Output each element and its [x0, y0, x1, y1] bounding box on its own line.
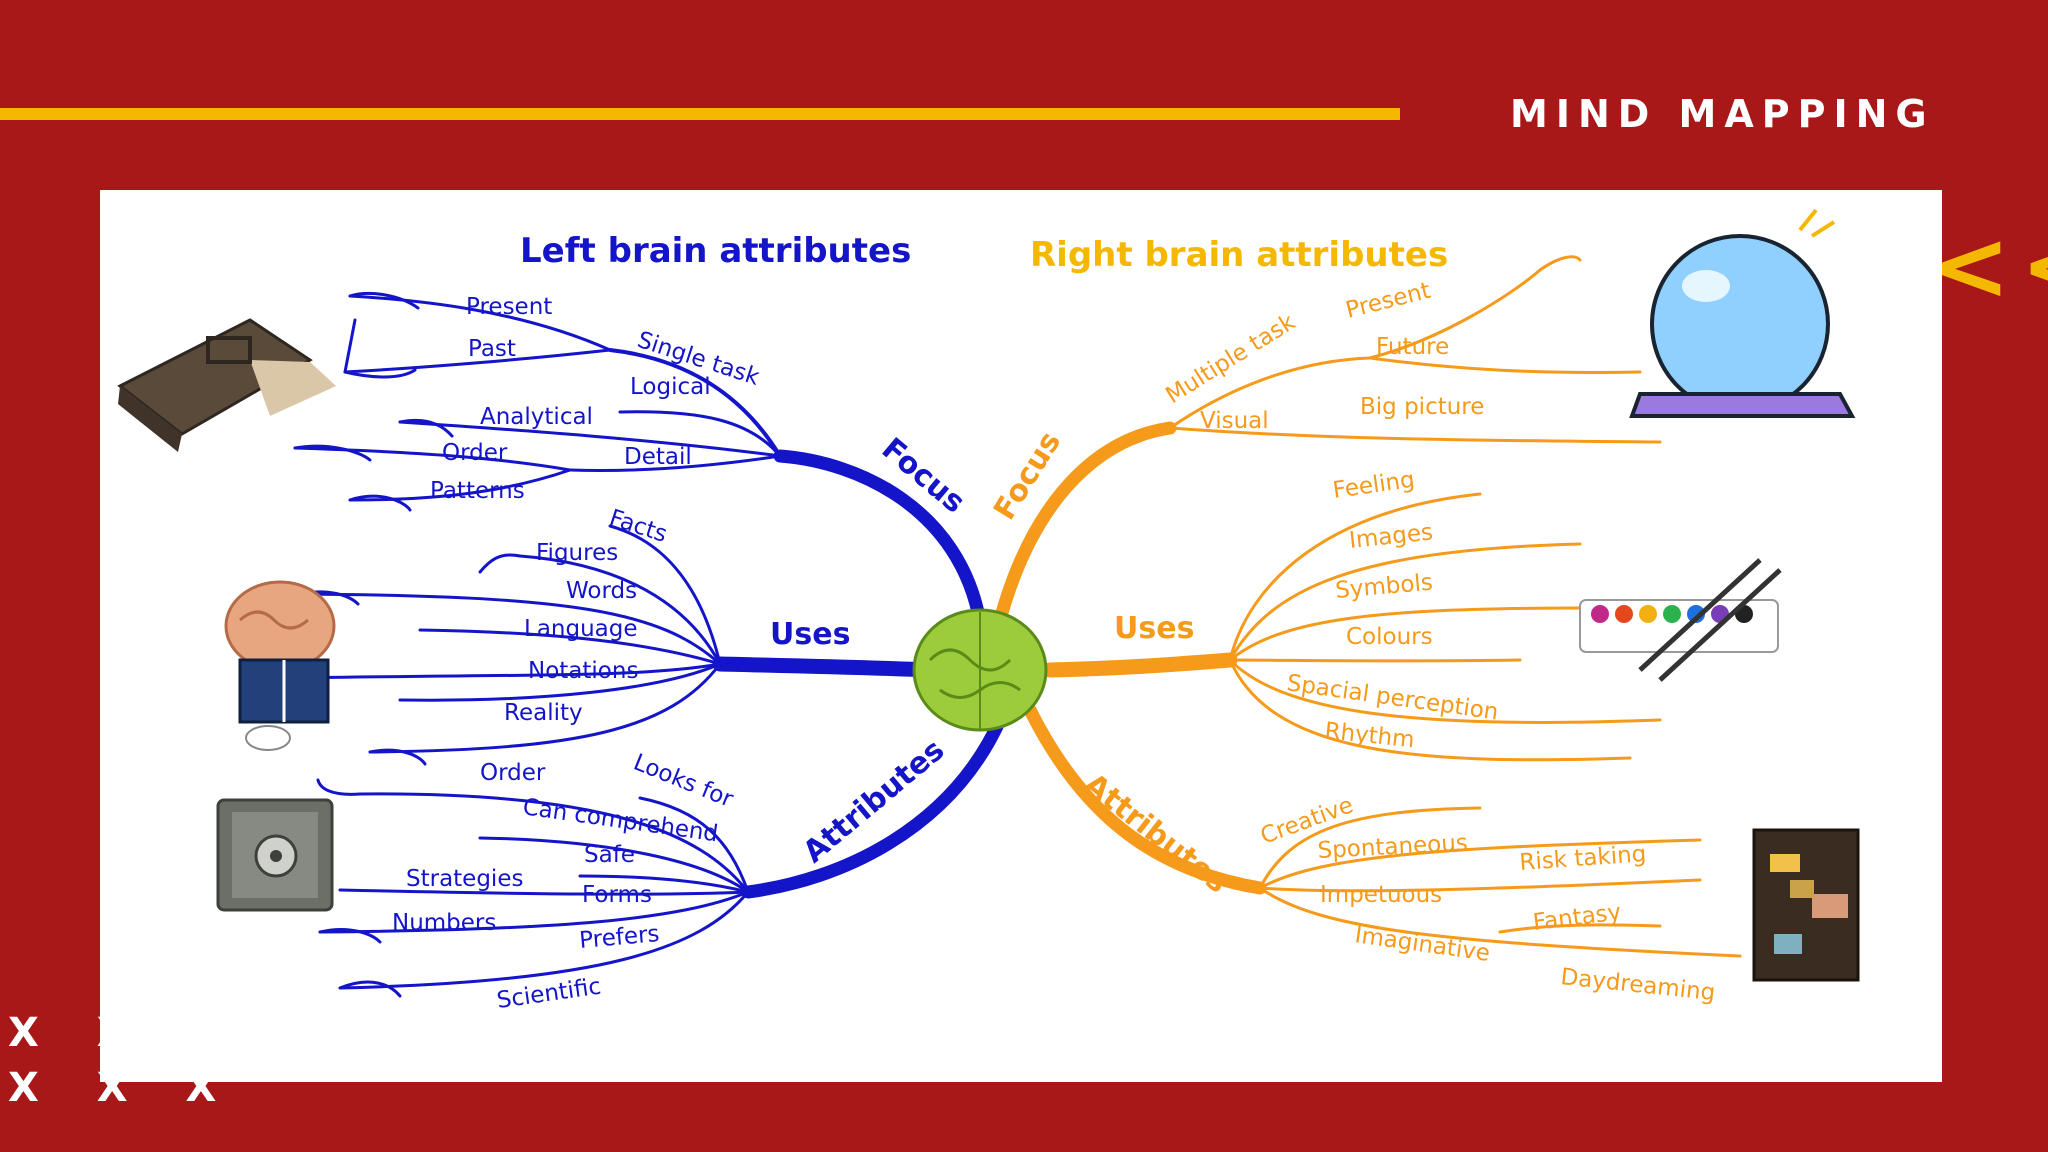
label-past: Past	[468, 336, 516, 362]
crystal-ball-icon	[1629, 208, 1856, 418]
label-feeling: Feeling	[1331, 467, 1416, 504]
label-visual: Visual	[1200, 408, 1269, 434]
slide-title: MIND MAPPING	[1510, 92, 1935, 136]
label-daydreaming: Daydreaming	[1559, 964, 1716, 1006]
paint-palette-icon	[1579, 558, 1782, 682]
right-heading: Right brain attributes	[1030, 235, 1448, 275]
right-branches	[993, 255, 1742, 958]
label-strategies: Strategies	[406, 866, 523, 892]
diagram-panel: Left brain attributes Right brain attrib…	[100, 190, 1942, 1082]
left-focus-trunk	[773, 449, 987, 629]
label-notations: Notations	[528, 658, 638, 684]
label-big-picture: Big picture	[1360, 394, 1484, 420]
label-numbers: Numbers	[392, 910, 496, 936]
briefcase-icon	[117, 318, 336, 452]
label-language: Language	[524, 616, 638, 642]
central-brain-icon	[912, 608, 1048, 732]
label-present-right: Present	[1343, 278, 1433, 324]
right-hub-focus: Focus	[987, 426, 1068, 527]
label-detail: Detail	[624, 444, 692, 470]
puzzle-pieces-icon	[1752, 828, 1860, 982]
label-prefers: Prefers	[578, 921, 660, 954]
mind-map-diagram: Left brain attributes Right brain attrib…	[117, 208, 1860, 1014]
label-rhythm: Rhythm	[1323, 718, 1415, 753]
label-order-focus: Order	[442, 440, 508, 466]
label-scientific: Scientific	[495, 974, 603, 1014]
label-order-attr: Order	[480, 760, 546, 786]
left-attributes-trunk	[741, 713, 1007, 899]
label-impetuous: Impetuous	[1320, 882, 1442, 908]
label-forms: Forms	[582, 882, 652, 908]
label-figures: Figures	[536, 540, 618, 566]
label-safe: Safe	[584, 842, 635, 868]
label-can-comprehend: Can comprehend	[521, 794, 719, 847]
label-future: Future	[1376, 334, 1449, 360]
left-hub-focus: Focus	[875, 431, 972, 520]
chevron-decoration: <<	[1930, 210, 2048, 322]
left-heading: Left brain attributes	[520, 231, 911, 271]
label-colours: Colours	[1346, 624, 1433, 650]
label-imaginative: Imaginative	[1353, 922, 1491, 967]
accent-bar	[0, 108, 1400, 120]
label-patterns: Patterns	[430, 478, 525, 504]
label-images: Images	[1348, 519, 1434, 554]
label-spontaneous: Spontaneous	[1317, 830, 1468, 864]
right-hub-uses: Uses	[1114, 611, 1194, 646]
label-logical: Logical	[630, 374, 711, 400]
label-analytical: Analytical	[480, 404, 593, 430]
brain-reading-book-icon	[224, 580, 336, 751]
left-hub-uses: Uses	[770, 617, 850, 652]
label-words: Words	[566, 578, 637, 604]
safe-icon	[216, 798, 334, 912]
label-fantasy: Fantasy	[1532, 899, 1623, 936]
label-reality: Reality	[504, 700, 583, 726]
label-looks-for: Looks for	[630, 749, 737, 813]
label-symbols: Symbols	[1334, 570, 1434, 604]
right-hub-attributes: Attributes	[1077, 767, 1234, 901]
label-present-left: Present	[466, 294, 552, 320]
